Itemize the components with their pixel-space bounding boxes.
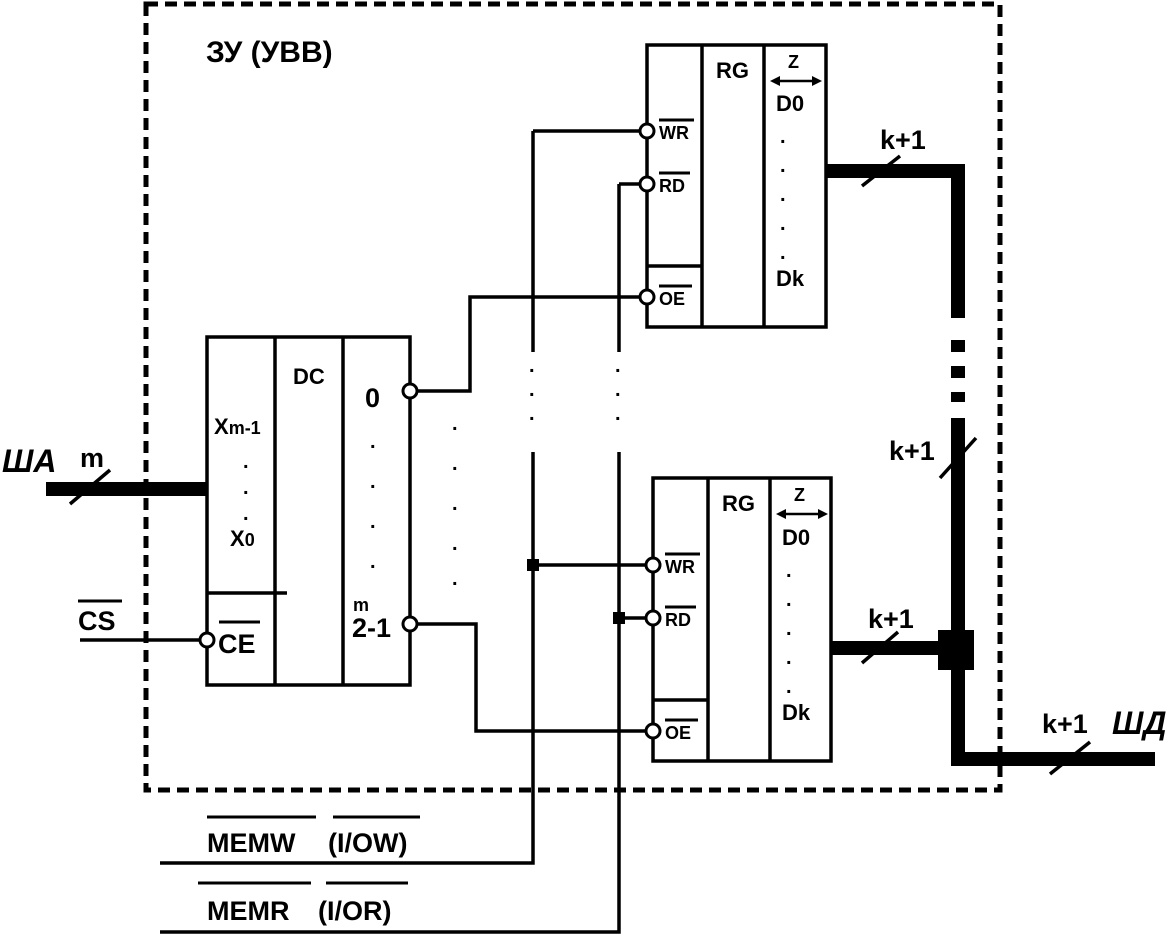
device-frame-label: ЗУ (УВВ)	[206, 36, 333, 69]
decoder-title: DC	[293, 364, 325, 389]
register-top-bidirectional-arrow-icon	[770, 76, 822, 86]
memw-signal-label: MEMW	[207, 828, 296, 858]
memw-gap-dots: .	[529, 355, 535, 377]
register-top-rd-pin	[638, 175, 656, 193]
register-top-title: RG	[716, 58, 749, 83]
register-bottom-rd-pin	[644, 609, 662, 627]
memw-junction	[527, 559, 539, 571]
decoder-fanout-dots: .	[452, 493, 458, 515]
decoder-output-last-wire	[417, 622, 647, 733]
register-bottom-data-dots: .	[786, 676, 792, 698]
register-top-wr-pin	[638, 122, 656, 140]
register-bottom-title: RG	[722, 491, 755, 516]
decoder-output-dots: .	[370, 471, 376, 493]
decoder-output-dots: .	[370, 431, 376, 453]
memr-signal-label: MEMR	[207, 896, 290, 926]
memr-gap-dots: .	[615, 403, 621, 425]
decoder-fanout-dots: .	[452, 413, 458, 435]
memr-alt-label: (I/OR)	[318, 896, 392, 926]
data-bus-vertical-width: k+1	[889, 436, 935, 466]
decoder-output-dots: .	[370, 511, 376, 533]
decoder-input-high: Xm-1	[214, 414, 261, 439]
register-top-z-label: Z	[788, 52, 799, 72]
register-bottom-oe-pin	[644, 722, 662, 740]
decoder-output-first: 0	[365, 383, 380, 413]
memw-wire	[160, 452, 535, 865]
decoder-output-0-wire	[417, 295, 641, 393]
cs-signal-label: CS	[78, 606, 116, 636]
memw-gap-dots: .	[529, 379, 535, 401]
register-bottom-d0: D0	[782, 525, 810, 550]
register-top-data-dots: .	[780, 242, 786, 264]
memr-gap-dots: .	[615, 355, 621, 377]
register-top-output-width-tick	[860, 154, 902, 188]
register-top-rd-label: RD	[659, 176, 685, 196]
register-bottom-data-dots: .	[786, 618, 792, 640]
memr-junction	[613, 612, 625, 624]
decoder-input-dots: .	[243, 451, 249, 473]
register-top-data-dots: .	[780, 155, 786, 177]
register-bottom-block	[651, 476, 833, 763]
register-top-oe-label: OE	[659, 289, 685, 309]
device-frame	[143, 1, 1003, 793]
memr-gap-dots: .	[615, 379, 621, 401]
register-top-data-dots: .	[780, 184, 786, 206]
decoder-fanout-dots: .	[452, 533, 458, 555]
decoder-input-low: X0	[230, 526, 255, 551]
data-bus-vertical-width-tick	[938, 436, 978, 480]
register-bottom-bidirectional-arrow-icon	[776, 509, 828, 519]
address-bus-width: m	[80, 443, 104, 473]
decoder-enable-label: CE	[218, 629, 256, 659]
register-bottom-oe-label: OE	[665, 723, 691, 743]
data-bus-name: ШД	[1112, 705, 1166, 741]
register-top-output-width: k+1	[880, 125, 926, 155]
register-top-dk: Dk	[776, 266, 805, 291]
decoder-output-0-pin	[401, 382, 419, 400]
register-bottom-rd-label: RD	[665, 610, 691, 630]
register-top-block	[645, 43, 828, 329]
address-bus-width-tick	[68, 468, 112, 506]
decoder-output-dots: .	[370, 551, 376, 573]
memw-alt-label: (I/OW)	[328, 828, 407, 858]
decoder-fanout-dots: .	[452, 453, 458, 475]
data-bus-output-width-tick	[1048, 740, 1092, 776]
data-bus-output-width: k+1	[1042, 709, 1088, 739]
register-top-data-dots: .	[780, 126, 786, 148]
decoder-output-last: 2m-1	[352, 595, 391, 643]
register-top-d0: D0	[776, 91, 804, 116]
data-bus-junction	[938, 630, 974, 670]
register-bottom-data-dots: .	[786, 589, 792, 611]
register-bottom-data-dots: .	[786, 647, 792, 669]
register-bottom-output-width: k+1	[868, 604, 914, 634]
decoder-block	[205, 335, 412, 687]
register-top-oe-pin	[638, 288, 656, 306]
register-top-wr-label: WR	[659, 123, 689, 143]
register-bottom-data-dots: .	[786, 560, 792, 582]
register-bottom-output-width-tick	[860, 630, 900, 665]
register-bottom-z-label: Z	[794, 485, 805, 505]
decoder-fanout-dots: .	[452, 568, 458, 590]
address-bus-name: ША	[2, 443, 56, 479]
decoder-enable-pin	[198, 631, 216, 649]
register-top-data-dots: .	[780, 213, 786, 235]
memw-gap-dots: .	[529, 403, 535, 425]
register-bottom-wr-pin	[644, 556, 662, 574]
register-bottom-dk: Dk	[782, 700, 811, 725]
decoder-output-last-pin	[401, 615, 419, 633]
decoder-input-dots: .	[243, 477, 249, 499]
decoder-input-dots: .	[243, 503, 249, 525]
register-bottom-wr-label: WR	[665, 557, 695, 577]
